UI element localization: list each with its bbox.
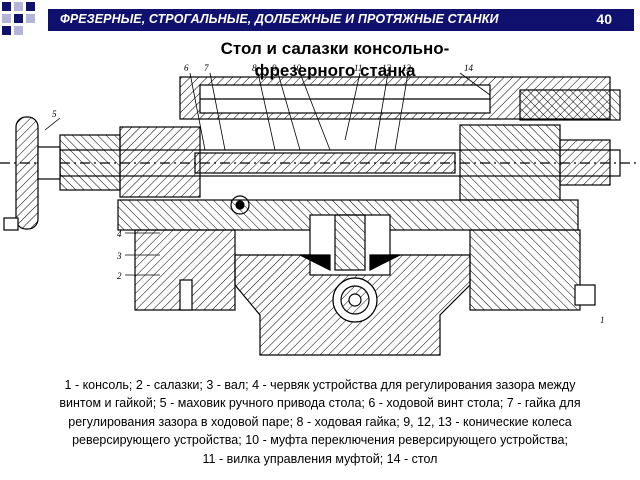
drawing-label-12: 12 [382,63,392,73]
drawing-label-11: 11 [354,63,362,73]
drawing-label-7: 7 [204,63,209,73]
figure-caption: 1 - консоль; 2 - салазки; 3 - вал; 4 - ч… [14,376,626,468]
caption-line: 1 - консоль; 2 - салазки; 3 - вал; 4 - ч… [64,378,576,392]
drawing-label-10: 10 [292,63,302,73]
header-bar [48,9,634,31]
table-part [179,76,621,121]
drawing-label-9: 9 [272,63,277,73]
lead-screw [0,124,640,215]
drawing-label-13: 13 [402,63,412,73]
header-title: ФРЕЗЕРНЫЕ, СТРОГАЛЬНЫЕ, ДОЛБЕЖНЫЕ И ПРОТ… [60,12,499,26]
slide-title-line1: Стол и салазки консольно- [220,39,450,58]
machine-table-drawing: 6 7 8 9 10 11 12 13 14 5 4 3 2 1 [0,63,640,356]
caption-line: 11 - вилка управления муфтой; 14 - стол [202,451,438,466]
slide-number: 40 [596,11,612,27]
drawing-label-6: 6 [184,63,189,73]
caption-line: реверсирующего устройства; 10 - муфта пе… [72,433,568,448]
slide-title-line2: фрезерного станка [254,61,416,80]
slide-title: Стол и салазки консольно- фрезерного ста… [200,38,470,82]
drawing-label-1: 1 [600,315,605,325]
caption-line: регулирования зазора в ходовой паре; 8 -… [68,414,572,429]
drawing-label-4: 4 [117,229,122,239]
caption-line: винтом и гайкой; 5 - маховик ручного при… [59,396,581,411]
drawing-label-8: 8 [252,63,257,73]
drawing-label-5: 5 [52,109,57,119]
drawing-label-3: 3 [116,251,122,261]
corner-squares-decoration [2,2,35,35]
drawing-label-2: 2 [117,271,122,281]
handwheel [3,116,61,231]
drawing-label-14: 14 [464,63,474,73]
console-body [117,199,596,356]
